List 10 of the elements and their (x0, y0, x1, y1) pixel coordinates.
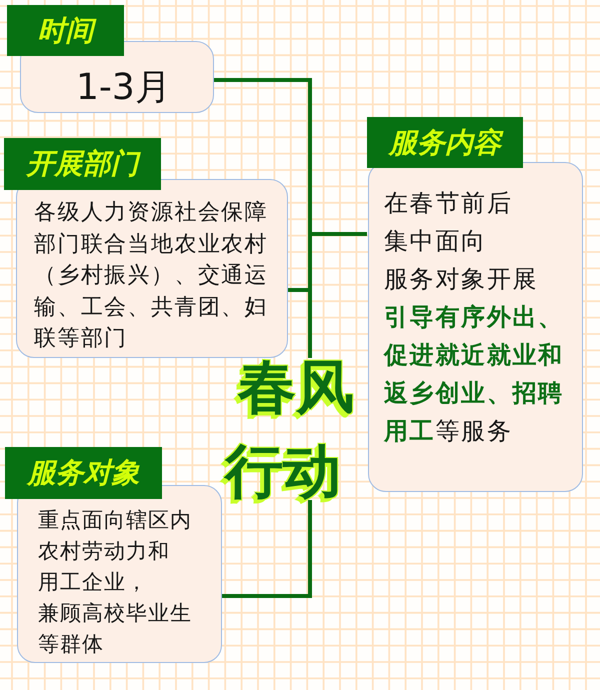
card-text: 在春节前后集中面向服务对象开展引导有序外出、促进就近就业和返乡创业、招聘用工等服务 (384, 188, 564, 447)
card-text: 各级人力资源社会保障部门联合当地农业农村（乡村振兴）、交通运输、工会、共青团、妇联等部门 (34, 199, 268, 353)
section-heading: 服务对象 (5, 447, 162, 499)
section-heading: 服务内容 (367, 117, 523, 168)
card-text: 重点面向辖区内农村劳动力和用工企业，兼顾高校毕业生等群体 (38, 507, 192, 658)
card-text: 1-3月 (76, 66, 171, 110)
connector-line (222, 500, 312, 598)
section-heading: 时间 (7, 5, 124, 56)
central-title: 春风行动 (225, 358, 354, 500)
section-heading: 开展部门 (4, 138, 161, 190)
